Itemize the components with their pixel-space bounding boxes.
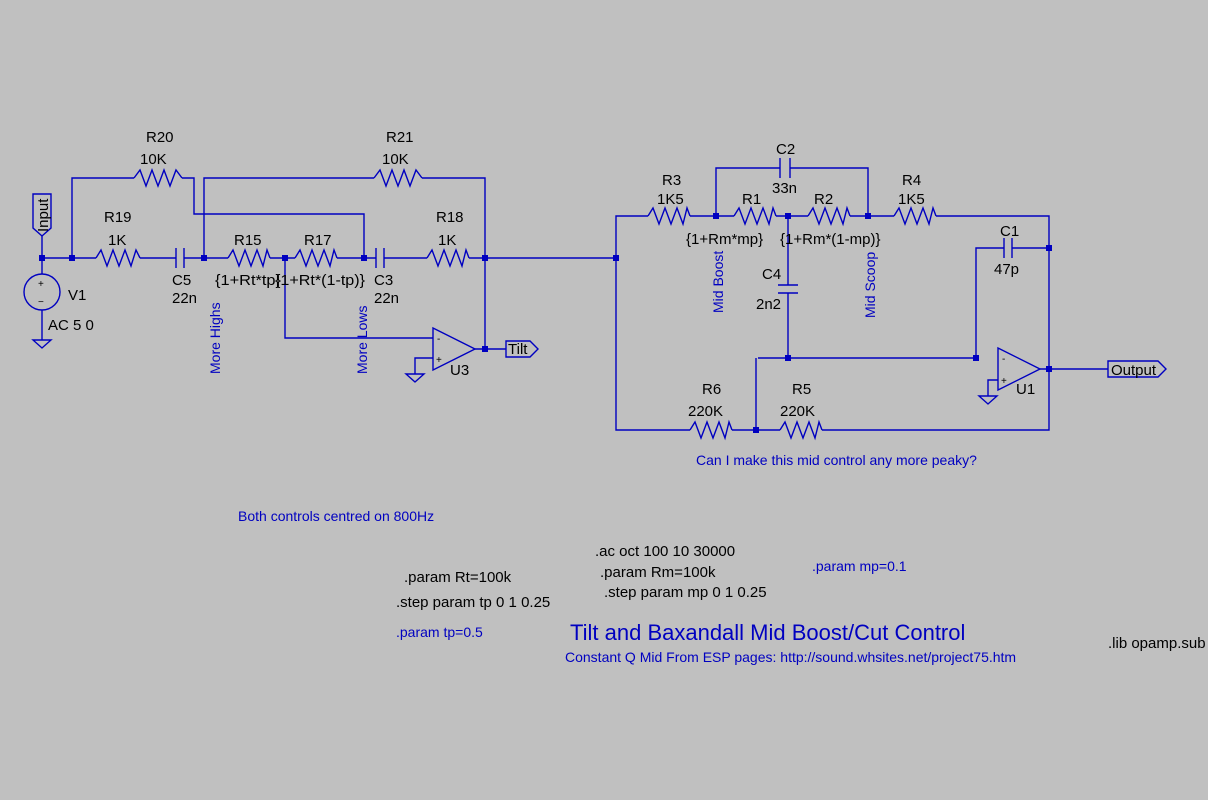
resistors [95,168,937,441]
r18-resistor [426,247,470,269]
param-mp-directive: .param mp=0.1 [812,558,907,574]
junctions [39,213,1052,433]
r21-name: R21 [386,129,414,146]
r4-name: R4 [902,172,921,189]
r19-resistor [95,248,141,269]
r2-name: R2 [814,191,833,208]
centred-comment: Both controls centred on 800Hz [238,508,434,524]
r5-value: 220K [780,403,815,420]
u3-minus-sign: - [437,334,440,345]
u1-plus-sign: + [1001,376,1007,387]
c4-value: 2n2 [756,296,781,313]
lib-directive: .lib opamp.sub [1108,635,1206,652]
r2-resistor [807,205,851,227]
r5-name: R5 [792,381,811,398]
u1-minus-sign: - [1002,354,1005,365]
opamp-u1 [997,346,1042,392]
r21-value: 10K [382,151,409,168]
r19-name: R19 [104,209,132,226]
wires [41,167,1108,431]
r18-value: 1K [438,232,456,249]
u1-name: U1 [1016,381,1035,398]
r15-name: R15 [234,232,262,249]
step-mp-directive: .step param mp 0 1 0.25 [604,584,767,601]
param-rm-directive: .param Rm=100k [600,564,716,581]
c4-capacitor [778,284,798,294]
r20-value: 10K [140,151,167,168]
r17-value: {1+Rt*(1-tp)} [275,272,365,289]
u3-name: U3 [450,362,469,379]
r1-value: {1+Rm*mp} [686,231,763,248]
r6-value: 220K [688,403,723,420]
c1-value: 47p [994,261,1019,278]
ground-symbols [31,339,999,405]
ground-icon [31,339,53,349]
step-tp-directive: .step param tp 0 1 0.25 [396,594,550,611]
c5-capacitor [175,248,185,268]
net-flags [32,193,1167,378]
r5-resistor [779,419,823,441]
ground-icon [977,395,999,405]
tilt-flag [505,340,539,358]
r6-resistor [689,419,733,441]
r6-name: R6 [702,381,721,398]
mid-scoop-label: Mid Scoop [862,252,878,318]
r3-name: R3 [662,172,681,189]
r4-value: 1K5 [898,191,925,208]
r18-name: R18 [436,209,464,226]
c1-capacitor [1003,238,1013,258]
output-flag [1107,360,1167,378]
schematic-title: Tilt and Baxandall Mid Boost/Cut Control [570,620,965,645]
param-tp-directive: .param tp=0.5 [396,624,483,640]
r21-resistor [373,168,423,188]
c2-value: 33n [772,180,797,197]
u3-plus-sign: + [436,355,442,366]
param-rt-directive: .param Rt=100k [404,569,512,586]
opamp-u3 [432,326,477,372]
capacitors [175,158,1013,294]
peaky-comment: Can I make this mid control any more pea… [696,452,977,468]
r1-name: R1 [742,191,761,208]
r15-value: {1+Rt*tp} [215,272,281,289]
input-flag [32,193,52,237]
v1-name: V1 [68,287,86,304]
r17-name: R17 [304,232,332,249]
tilt-net-label: Tilt [508,341,528,358]
r17-resistor [294,247,338,269]
mid-boost-label: Mid Boost [710,251,726,313]
c5-name: C5 [172,272,191,289]
r20-name: R20 [146,129,174,146]
c5-value: 22n [172,290,197,307]
r2-value: {1+Rm*(1-mp)} [780,231,880,248]
more-lows-label: More Lows [354,306,370,374]
v1-minus-sign: − [38,297,44,308]
input-net-label: Input [35,198,52,232]
c1-name: C1 [1000,223,1019,240]
output-net-label: Output [1111,362,1157,379]
v1-value: AC 5 0 [48,317,94,334]
c3-capacitor [375,248,385,268]
r4-resistor [893,205,937,227]
r3-value: 1K5 [657,191,684,208]
c2-name: C2 [776,141,795,158]
more-highs-label: More Highs [207,302,223,374]
c2-capacitor [779,158,791,178]
c3-name: C3 [374,272,393,289]
voltage-source-v1 [23,273,61,311]
r1-resistor [733,205,777,227]
r19-value: 1K [108,232,126,249]
schematic-subtitle: Constant Q Mid From ESP pages: http://so… [565,649,1016,665]
c4-name: C4 [762,266,781,283]
r3-resistor [647,205,691,227]
ac-directive: .ac oct 100 10 30000 [595,543,735,560]
r15-resistor [227,247,271,269]
ground-icon [404,373,426,383]
r20-resistor [133,168,183,188]
c3-value: 22n [374,290,399,307]
v1-plus-sign: + [38,279,44,290]
